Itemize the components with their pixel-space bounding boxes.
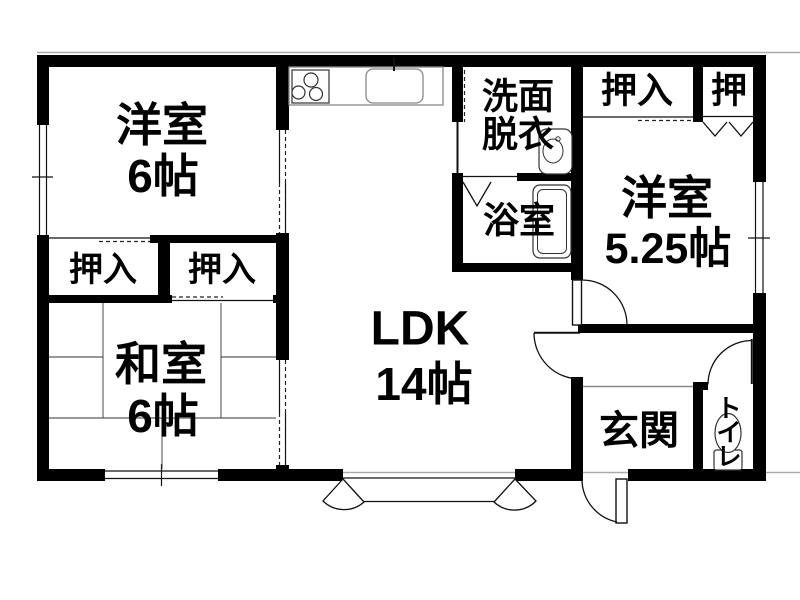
sliding-door-japanese-ldk xyxy=(278,360,287,465)
kitchen-counter xyxy=(288,57,444,106)
kitchen-sink-icon xyxy=(365,57,424,104)
window-east xyxy=(748,182,770,293)
room-label-ldk-name: LDK xyxy=(371,303,470,356)
room-label-closet-ne: 押入 xyxy=(601,70,673,111)
window-ldk-terrace xyxy=(322,477,537,511)
room-label-western6-size: 6帖 xyxy=(127,150,199,202)
door-entrance xyxy=(581,478,628,524)
window-japanese-room xyxy=(105,464,218,486)
sliding-door-closet-nw-left xyxy=(49,237,150,243)
room-label-western525-name: 洋室 xyxy=(621,172,713,224)
room-label-bath: 浴室 xyxy=(483,200,555,241)
casement-fan-icon xyxy=(493,478,537,511)
sliding-door-closet-ne xyxy=(583,116,693,122)
door-toilet xyxy=(707,339,753,385)
tatami-lines xyxy=(49,303,276,469)
folding-door-closet-ne-small xyxy=(702,115,754,137)
exterior-walls xyxy=(37,55,766,481)
door-western525 xyxy=(571,279,628,326)
folding-door-bath xyxy=(462,175,517,208)
gas-stove-icon xyxy=(291,69,330,104)
casement-fan-icon xyxy=(322,478,365,511)
room-label-closet-nw-left: 押入 xyxy=(69,251,137,289)
room-label-closet-nw-right: 押入 xyxy=(188,251,256,289)
bathtub-icon xyxy=(532,184,572,259)
room-label-western525-size: 5.25帖 xyxy=(605,225,732,273)
room-label-entrance: 玄関 xyxy=(599,409,679,453)
interior-walls xyxy=(37,55,753,481)
window-west xyxy=(32,125,53,235)
room-label-washroom-line1: 洗面 xyxy=(482,76,554,117)
room-label-japanese-size: 6帖 xyxy=(127,390,199,442)
room-label-washroom-line2: 脱衣 xyxy=(482,114,554,155)
sliding-door-western6-ldk xyxy=(278,130,287,233)
room-label-closet-ne-small: 押 xyxy=(711,70,747,111)
sliding-door-washroom xyxy=(456,70,466,174)
washbasin-icon xyxy=(538,128,573,175)
room-label-toilet: ト イ レ xyxy=(716,395,741,471)
room-label-toilet-char3: レ xyxy=(716,443,741,471)
room-label-western6-name: 洋室 xyxy=(116,99,208,151)
room-label-toilet-char2: イ xyxy=(716,419,741,447)
toilet-bowl-icon xyxy=(713,412,743,471)
sliding-door-closet-nw-right xyxy=(172,296,273,302)
room-label-toilet-char1: ト xyxy=(716,395,741,423)
room-label-ldk-size: 14帖 xyxy=(375,358,472,410)
door-ldk-hall xyxy=(533,331,581,380)
room-label-japanese-name: 和室 xyxy=(115,338,207,390)
